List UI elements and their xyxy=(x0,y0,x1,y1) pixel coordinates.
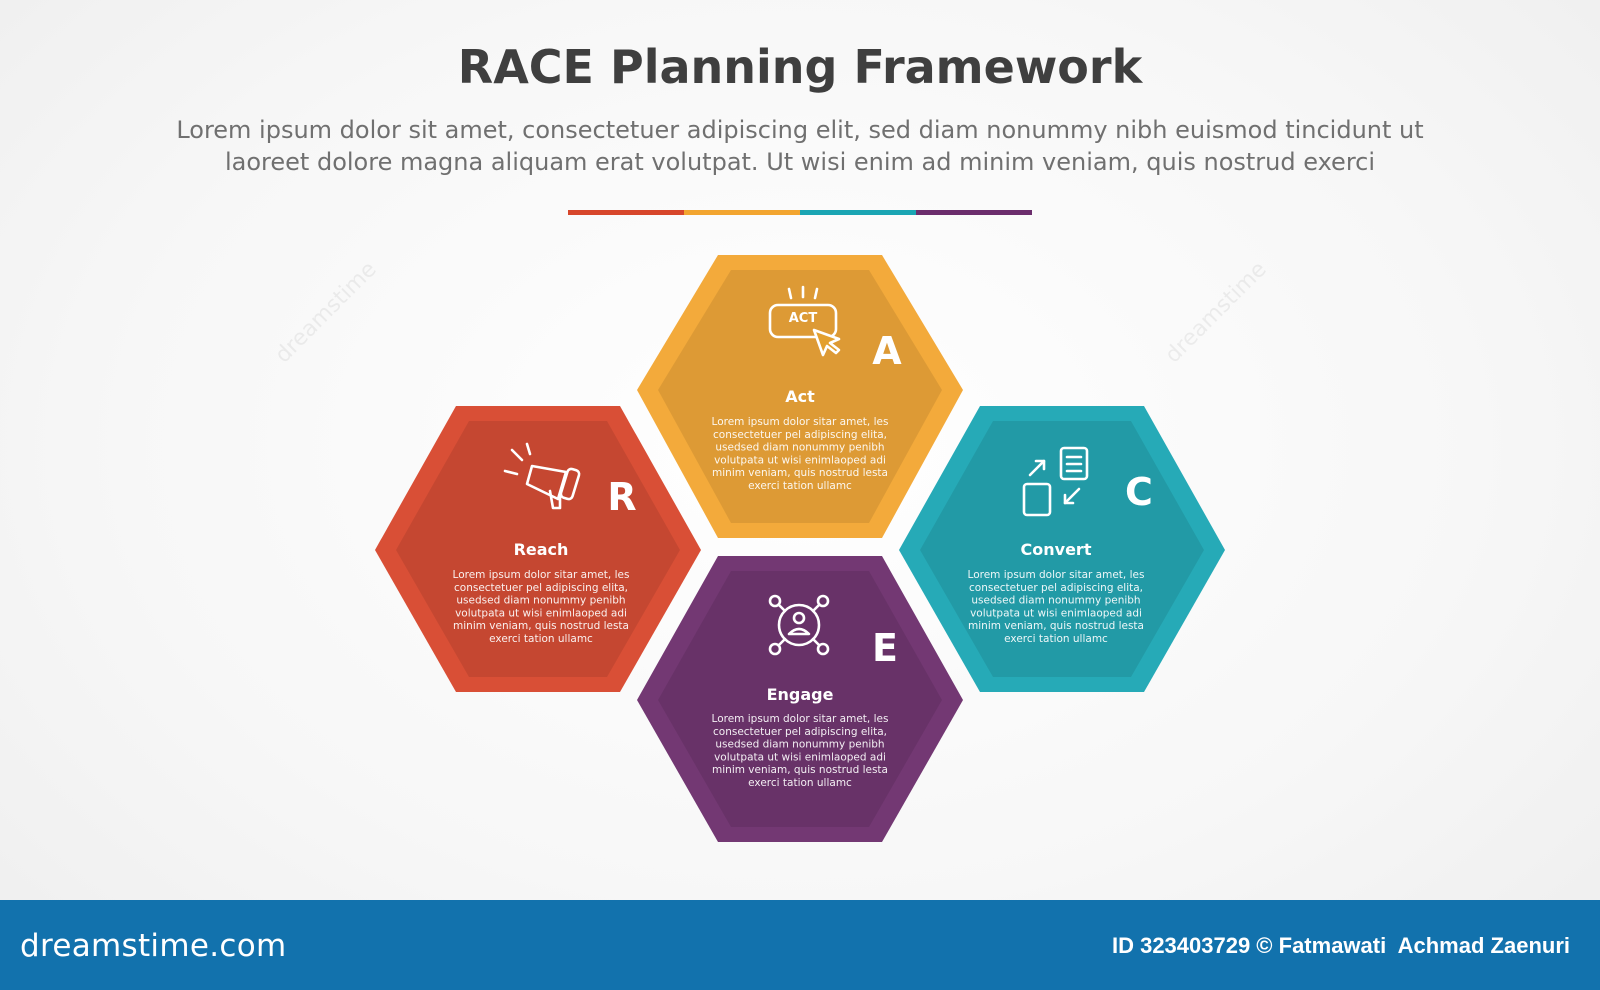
divider-segment-act xyxy=(684,210,800,215)
hex-act-inner xyxy=(658,270,942,523)
hex-convert-inner xyxy=(920,421,1204,677)
divider-segment-reach xyxy=(568,210,684,215)
description-line: usedsed diam nonummy penibh xyxy=(456,595,625,607)
subtitle-line-2: laoreet dolore magna aliquam erat volutp… xyxy=(224,148,1376,176)
hex-reach: R Reach Lorem ipsum dolor sitar amet, le… xyxy=(375,406,701,692)
hex-engage: E Engage Lorem ipsum dolor sitar amet, l… xyxy=(637,556,963,842)
convert-description: Lorem ipsum dolor sitar amet, lesconsect… xyxy=(968,569,1145,645)
engage-description: Lorem ipsum dolor sitar amet, lesconsect… xyxy=(712,713,889,789)
description-line: usedsed diam nonummy penibh xyxy=(715,739,884,751)
description-line: usedsed diam nonummy penibh xyxy=(715,442,884,454)
hex-reach-shape xyxy=(375,406,701,692)
hex-convert-shape xyxy=(899,406,1225,692)
description-line: consectetuer pel adipiscing elita, xyxy=(713,429,887,441)
description-line: Lorem ipsum dolor sitar amet, les xyxy=(968,569,1145,581)
description-line: consectetuer pel adipiscing elita, xyxy=(713,726,887,738)
description-line: volutpata ut wisi enimlaoped adi xyxy=(970,607,1142,619)
act-letter: A xyxy=(872,329,902,373)
divider-segment-convert xyxy=(800,210,916,215)
description-line: Lorem ipsum dolor sitar amet, les xyxy=(453,569,630,581)
megaphone-icon xyxy=(503,442,581,510)
act-button-cursor-icon xyxy=(768,285,841,357)
footer-credit: ID 323403729 © Fatmawati Achmad Zaenuri xyxy=(1111,933,1570,958)
engage-network-icon xyxy=(768,594,830,656)
description-line: minim veniam, quis nostrud lesta xyxy=(968,620,1144,632)
description-line: minim veniam, quis nostrud lesta xyxy=(712,764,888,776)
reach-description: Lorem ipsum dolor sitar amet, lesconsect… xyxy=(453,569,630,645)
description-line: volutpata ut wisi enimlaoped adi xyxy=(455,607,627,619)
divider-segment-engage xyxy=(916,210,1032,215)
race-hexagon-diagram: ACT A Act Lorem ipsum dolor sitar amet, … xyxy=(375,255,1225,842)
description-line: minim veniam, quis nostrud lesta xyxy=(453,620,629,632)
engage-title: Engage xyxy=(767,685,834,704)
act-badge-text: ACT xyxy=(789,311,818,326)
hex-convert: C Convert Lorem ipsum dolor sitar amet, … xyxy=(899,406,1225,692)
description-line: volutpata ut wisi enimlaoped adi xyxy=(714,751,886,763)
description-line: usedsed diam nonummy penibh xyxy=(971,595,1140,607)
description-line: consectetuer pel adipiscing elita, xyxy=(454,582,628,594)
description-line: minim veniam, quis nostrud lesta xyxy=(712,467,888,479)
convert-letter: C xyxy=(1125,470,1153,514)
description-line: consectetuer pel adipiscing elita, xyxy=(969,582,1143,594)
hex-reach-inner xyxy=(396,421,680,677)
description-line: exerci tation ullamc xyxy=(1004,633,1108,645)
description-line: exerci tation ullamc xyxy=(748,777,852,789)
hex-engage-shape xyxy=(637,556,963,842)
hex-act: ACT A Act Lorem ipsum dolor sitar amet, … xyxy=(637,255,963,538)
description-line: Lorem ipsum dolor sitar amet, les xyxy=(712,713,889,725)
description-line: exerci tation ullamc xyxy=(748,480,852,492)
footer-bar: dreamstime.com ID 323403729 © Fatmawati … xyxy=(0,900,1600,990)
description-line: volutpata ut wisi enimlaoped adi xyxy=(714,454,886,466)
act-description: Lorem ipsum dolor sitar amet, lesconsect… xyxy=(712,416,889,492)
act-title: Act xyxy=(785,387,815,406)
convert-title: Convert xyxy=(1021,540,1092,559)
page-title: RACE Planning Framework xyxy=(457,40,1143,94)
reach-title: Reach xyxy=(514,540,569,559)
engage-letter: E xyxy=(872,626,898,670)
footer-logo: dreamstime.com xyxy=(20,928,287,964)
convert-documents-icon xyxy=(1022,446,1089,517)
hex-engage-inner xyxy=(658,571,942,827)
subtitle-line-1: Lorem ipsum dolor sit amet, consectetuer… xyxy=(176,116,1424,144)
description-line: Lorem ipsum dolor sitar amet, les xyxy=(712,416,889,428)
description-line: exerci tation ullamc xyxy=(489,633,593,645)
reach-letter: R xyxy=(607,475,636,519)
color-divider xyxy=(568,210,1032,215)
hex-act-shape xyxy=(637,255,963,538)
